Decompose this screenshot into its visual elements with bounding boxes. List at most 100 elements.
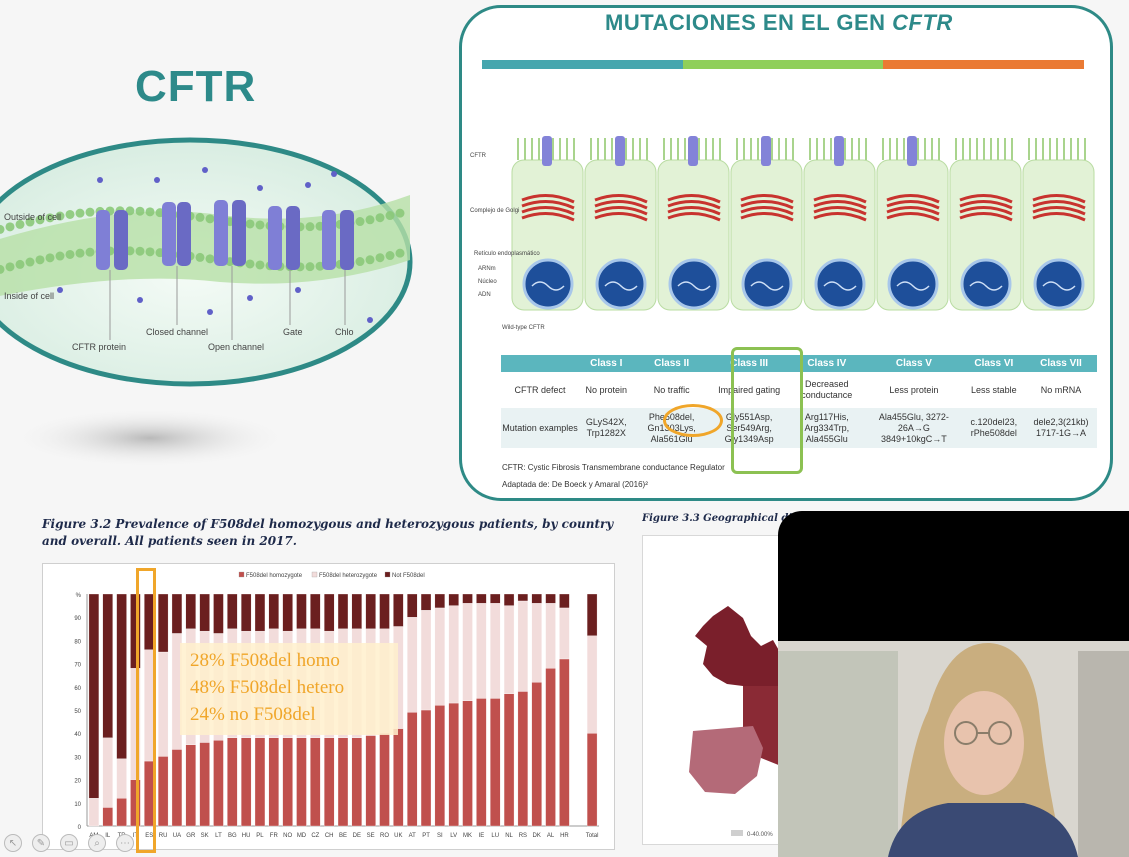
bar-segment: [490, 593, 501, 604]
row-label: Mutation examples: [501, 408, 579, 448]
class-header: Class II: [633, 355, 710, 372]
nucleus-label: Núcleo: [478, 279, 497, 285]
x-tick-label: AT: [409, 833, 417, 839]
x-tick-label: CZ: [311, 833, 319, 839]
golgi-layer: [740, 212, 794, 222]
class-corner: [501, 355, 579, 372]
golgi-layer: [594, 194, 648, 204]
membrane-bead: [15, 219, 25, 229]
color-bar-green: [682, 60, 884, 69]
example-cell: Ala455Glu, 3272-26A→G 3849+10kgC→T: [865, 408, 963, 448]
dna-strand: [750, 281, 784, 291]
dna-strand: [896, 281, 930, 291]
dna-strand: [823, 281, 857, 291]
pen-icon[interactable]: ✎: [32, 834, 50, 852]
class-header: Class VI: [962, 355, 1025, 372]
golgi-layer: [959, 194, 1013, 204]
bar-segment: [545, 668, 556, 827]
cell-nucleus: [741, 258, 793, 310]
pointer-icon[interactable]: ↖: [4, 834, 22, 852]
bar-segment: [102, 593, 113, 738]
bar-segment: [531, 603, 542, 683]
membrane-bead: [15, 259, 25, 269]
membrane-bead: [355, 257, 365, 267]
y-tick-label: %: [76, 593, 82, 599]
bar-segment: [420, 593, 432, 611]
bar-segment: [241, 737, 252, 827]
webcam-overlay[interactable]: [778, 511, 1129, 857]
open-label: Open channel: [208, 342, 264, 352]
figure32-caption: Figure 3.2 Prevalence of F508del homozyg…: [42, 517, 614, 548]
bar-segment: [503, 693, 515, 827]
class-header: Class I: [579, 355, 634, 372]
bar-segment: [517, 593, 529, 602]
membrane-bead: [75, 208, 85, 218]
search-icon[interactable]: ⌕: [88, 834, 106, 852]
bar-segment: [407, 617, 418, 713]
y-tick-label: 90: [74, 616, 81, 622]
bar-segment: [241, 593, 252, 632]
x-tick-label: MK: [463, 833, 472, 839]
membrane-bead: [365, 255, 375, 265]
cell-nucleus: [960, 258, 1012, 310]
bar-segment: [157, 651, 169, 757]
bar-segment: [116, 798, 127, 827]
bar-segment: [337, 593, 349, 629]
class-header: Class IV: [788, 355, 866, 372]
defect-cell: No mRNA: [1024, 372, 1097, 408]
class-header: Class V: [865, 355, 963, 372]
golgi-layer: [813, 206, 867, 216]
defect-cell: Less protein: [865, 372, 963, 408]
bar-segment: [351, 593, 362, 629]
mutation-title: MUTACIONES EN EL GEN CFTR: [605, 10, 953, 35]
y-tick-label: 60: [74, 686, 81, 692]
cftr-channel: [834, 136, 844, 166]
bar-segment: [545, 593, 556, 604]
bar-segment: [310, 593, 321, 629]
cftr-channel: [761, 136, 771, 166]
bar-segment: [254, 593, 266, 632]
row-label: CFTR defect: [501, 372, 579, 408]
cftr-label: CFTR: [470, 153, 487, 159]
x-tick-label: SK: [201, 833, 209, 839]
membrane-bead: [25, 217, 35, 227]
cftr-channel: [688, 136, 698, 166]
bar-segment: [407, 712, 418, 827]
closed-label: Closed channel: [146, 327, 208, 337]
cftr-proteins: [96, 200, 354, 270]
cftr-channel: [907, 136, 917, 166]
doc-icon[interactable]: ▭: [60, 834, 78, 852]
bar-segment: [227, 737, 238, 827]
legend-label: F508del homozygote: [246, 573, 303, 579]
golgi-layer: [594, 206, 648, 216]
defect-cell: Less stable: [962, 372, 1025, 408]
golgi-layer: [594, 200, 648, 210]
x-tick-label: ES: [145, 833, 153, 839]
x-tick-label: NL: [505, 833, 513, 839]
golgi-layer: [813, 212, 867, 222]
x-tick-label: MD: [297, 833, 307, 839]
bar-segment: [213, 740, 224, 827]
bar-segment: [130, 593, 141, 669]
bar-segment: [282, 593, 293, 632]
bar-segment: [462, 700, 473, 827]
bar-segment: [448, 605, 459, 704]
bar-segment: [268, 737, 279, 827]
er-label: Retículo endoplasmático: [474, 251, 540, 257]
golgi-layer: [813, 194, 867, 204]
map-panel: 0-40.00%: [642, 535, 782, 845]
membrane-bead: [195, 252, 205, 262]
bar-segment: [586, 593, 598, 636]
membrane-bead: [55, 251, 65, 261]
more-icon[interactable]: ⋯: [116, 834, 134, 852]
x-tick-label: DK: [533, 833, 541, 839]
bar-segment: [296, 737, 307, 827]
golgi-label: Complejo de Golgi: [470, 208, 519, 214]
bar-segment: [102, 737, 113, 808]
defect-row: CFTR defect No protein No traffic Impair…: [501, 372, 1097, 408]
map-iberia: [689, 726, 763, 794]
membrane-bead: [205, 254, 215, 264]
x-tick-label: RU: [159, 833, 168, 839]
cftr-channel: [542, 136, 552, 166]
dna-strand: [604, 281, 638, 291]
